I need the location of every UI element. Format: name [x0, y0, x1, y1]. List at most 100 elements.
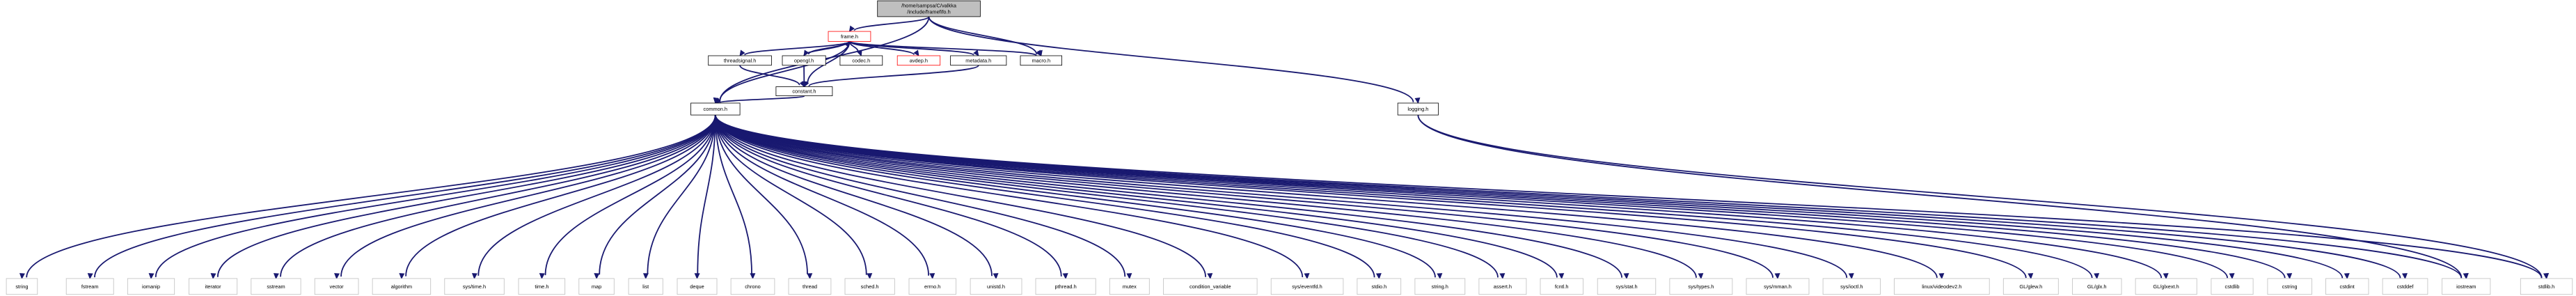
- node-label-avdep: avdep.h: [910, 57, 928, 63]
- node-label-sysstat: sys/stat.h: [1615, 283, 1637, 290]
- node-timeh[interactable]: time.h: [518, 278, 566, 295]
- node-algorithm[interactable]: algorithm: [372, 278, 432, 295]
- edge-common-to-iostream: [714, 115, 2469, 280]
- node-deque[interactable]: deque: [677, 278, 718, 295]
- node-label-sysmman: sys/mman.h: [1764, 283, 1792, 290]
- node-label-constant: constant.h: [792, 88, 816, 95]
- node-sched[interactable]: sched.h: [844, 278, 895, 295]
- node-list[interactable]: list: [628, 278, 663, 295]
- node-box-sysstat: [1597, 278, 1657, 295]
- node-iterator[interactable]: iterator: [188, 278, 238, 295]
- node-macro[interactable]: macro.h: [1020, 55, 1062, 66]
- node-label-fstream: fstream: [81, 283, 99, 290]
- node-thread[interactable]: thread: [788, 278, 832, 295]
- edge-logging-to-iostream: [1417, 115, 2469, 280]
- node-stdio[interactable]: stdio.h: [1357, 278, 1402, 295]
- node-box-cstddef: [2382, 278, 2428, 295]
- node-label-cstdlib: cstdlib: [2225, 283, 2240, 290]
- edge-common-to-glx: [714, 115, 2100, 280]
- node-box-metadata: [950, 55, 1007, 66]
- node-frame[interactable]: frame.h: [828, 31, 871, 42]
- node-fcntl[interactable]: fcntl.h: [1540, 278, 1583, 295]
- node-label-cstring: cstring: [2282, 283, 2298, 290]
- node-mutex[interactable]: mutex: [1109, 278, 1150, 295]
- node-videodev[interactable]: linux/videodev2.h: [1894, 278, 1990, 295]
- node-sstream[interactable]: sstream: [251, 278, 301, 295]
- node-map[interactable]: map: [578, 278, 615, 295]
- edge-common-to-videodev: [714, 115, 1945, 280]
- node-codec[interactable]: codec.h: [839, 55, 883, 66]
- node-glew[interactable]: GL/glew.h: [2002, 278, 2059, 295]
- node-box-errno: [908, 278, 956, 295]
- node-constant[interactable]: constant.h: [775, 86, 833, 97]
- node-stringh[interactable]: string.h: [1414, 278, 1466, 295]
- node-box-constant: [775, 86, 833, 97]
- node-cstddef[interactable]: cstddef: [2382, 278, 2428, 295]
- node-box-sysioctl: [1822, 278, 1881, 295]
- node-box-cstdlib: [2211, 278, 2254, 295]
- node-stdlib[interactable]: stdlib.h: [2520, 278, 2573, 295]
- edge-common-to-cstring: [714, 115, 2293, 280]
- node-label-systime: sys/time.h: [463, 283, 486, 290]
- node-label-logging: logging.h: [1407, 106, 1428, 112]
- edge-metadata-to-constant: [803, 64, 979, 88]
- node-box-condvar: [1163, 278, 1258, 295]
- node-systime[interactable]: sys/time.h: [444, 278, 505, 295]
- node-box-algorithm: [372, 278, 432, 295]
- node-label-pthread: pthread.h: [1054, 283, 1076, 290]
- node-vector[interactable]: vector: [314, 278, 359, 295]
- node-common[interactable]: common.h: [690, 102, 741, 116]
- node-glx[interactable]: GL/glx.h: [2071, 278, 2122, 295]
- node-box-stdio: [1357, 278, 1402, 295]
- node-label-videodev: linux/videodev2.h: [1922, 283, 1961, 290]
- node-box-map: [578, 278, 615, 295]
- node-opengl[interactable]: opengl.h: [782, 55, 826, 66]
- node-pthread[interactable]: pthread.h: [1035, 278, 1096, 295]
- node-threadsignal[interactable]: threadsignal.h: [708, 55, 772, 66]
- node-assert[interactable]: assert.h: [1478, 278, 1527, 295]
- node-box-glew: [2002, 278, 2059, 295]
- node-label-root: /home/sampsa/C/valkka: [901, 3, 957, 9]
- node-systypes[interactable]: sys/types.h: [1669, 278, 1733, 295]
- edge-common-to-eventfd: [714, 115, 1310, 280]
- node-logging[interactable]: logging.h: [1397, 102, 1439, 116]
- node-label-threadsignal: threadsignal.h: [724, 57, 756, 63]
- edge-common-to-stringh: [714, 115, 1443, 280]
- dependency-nodes: /home/sampsa/C/valkka/include/framefifo.…: [6, 0, 2573, 295]
- edge-common-to-stdio: [714, 115, 1382, 280]
- node-errno[interactable]: errno.h: [908, 278, 956, 295]
- node-label-mutex: mutex: [1123, 283, 1137, 290]
- node-unistd[interactable]: unistd.h: [970, 278, 1022, 295]
- edge-common-to-string: [19, 115, 716, 280]
- edge-opengl-to-frame: [803, 40, 851, 56]
- node-string[interactable]: string: [6, 278, 38, 295]
- node-sysioctl[interactable]: sys/ioctl.h: [1822, 278, 1881, 295]
- node-chrono[interactable]: chrono: [730, 278, 775, 295]
- node-box-string: [6, 278, 38, 295]
- node-sysmman[interactable]: sys/mman.h: [1746, 278, 1810, 295]
- node-box-cstdint: [2325, 278, 2369, 295]
- edge-common-to-sysmman: [714, 115, 1780, 280]
- node-label-assert: assert.h: [1494, 283, 1512, 290]
- node-box-threadsignal: [708, 55, 772, 66]
- node-glxext[interactable]: GL/glxext.h: [2135, 278, 2197, 295]
- node-iostream[interactable]: iostream: [2442, 278, 2491, 295]
- node-cstdlib[interactable]: cstdlib: [2211, 278, 2254, 295]
- dependency-edges: [19, 16, 2550, 280]
- node-sysstat[interactable]: sys/stat.h: [1597, 278, 1657, 295]
- node-label-glx: GL/glx.h: [2087, 283, 2107, 290]
- node-box-codec: [839, 55, 883, 66]
- node-avdep[interactable]: avdep.h: [896, 55, 941, 66]
- node-metadata[interactable]: metadata.h: [950, 55, 1007, 66]
- node-eventfd[interactable]: sys/eventfd.h: [1270, 278, 1344, 295]
- node-iomanip[interactable]: iomanip: [127, 278, 175, 295]
- edge-common-to-sched: [714, 115, 873, 280]
- edge-common-to-vector: [334, 115, 716, 280]
- node-root[interactable]: /home/sampsa/C/valkka/include/framefifo.…: [877, 0, 981, 17]
- node-condvar[interactable]: condition_variable: [1163, 278, 1258, 295]
- node-cstring[interactable]: cstring: [2267, 278, 2312, 295]
- node-cstdint[interactable]: cstdint: [2325, 278, 2369, 295]
- edge-common-to-assert: [714, 115, 1506, 280]
- node-label-sched: sched.h: [861, 283, 879, 290]
- node-fstream[interactable]: fstream: [65, 278, 114, 295]
